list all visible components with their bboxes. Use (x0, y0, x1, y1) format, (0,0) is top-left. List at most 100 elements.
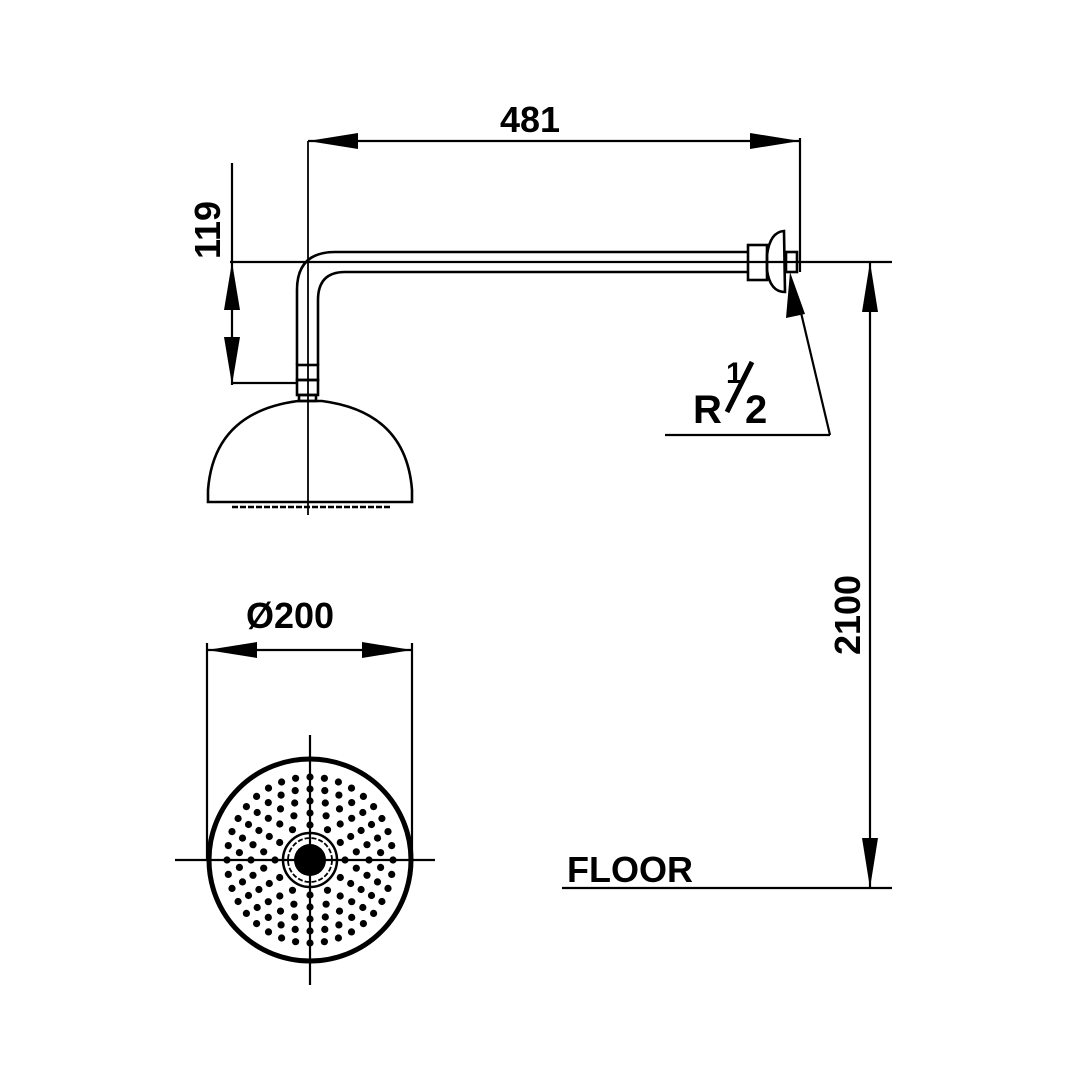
nozzle-dot (335, 805, 344, 813)
nozzle-dot (323, 826, 332, 834)
dimension-diameter (205, 642, 414, 860)
arrow-left-icon (207, 642, 257, 658)
nozzle-dot (244, 820, 253, 829)
nozzle-dot (378, 897, 386, 906)
nozzle-dot (320, 938, 328, 946)
dimension-2100 (862, 262, 878, 888)
nozzle-dot (388, 842, 396, 850)
nozzle-dot (234, 897, 242, 906)
nozzle-dot (306, 809, 314, 817)
nozzle-dot (276, 820, 284, 828)
nozzle-dot (359, 920, 367, 928)
nozzle-dot (341, 856, 349, 864)
nozzle-dot (306, 821, 314, 829)
nozzle-dot (322, 812, 330, 820)
nozzle-dot (265, 832, 273, 841)
nozzle-dot (260, 864, 268, 872)
nozzle-dot (278, 778, 286, 786)
nozzle-dot (234, 814, 242, 823)
nozzle-dot (306, 915, 314, 923)
nozzle-dot (277, 921, 285, 929)
nozzle-dot (260, 848, 268, 856)
nozzle-dot (348, 799, 356, 807)
nozzle-dot (359, 808, 367, 817)
nozzle-dot (306, 797, 314, 805)
nozzle-dot (335, 791, 343, 799)
nozzle-dot (357, 885, 365, 894)
nozzle-dot (249, 841, 257, 849)
nozzle-dot (253, 792, 261, 801)
nozzle-dot (235, 849, 243, 857)
nozzle-dot (291, 787, 299, 795)
nozzle-dot (363, 841, 371, 849)
nozzle-dot (347, 928, 356, 936)
nozzle-dot (306, 773, 314, 781)
shower-head-front (175, 735, 435, 985)
nozzle-dot (336, 892, 344, 900)
nozzle-dot (228, 828, 236, 836)
nozzle-dot (249, 871, 257, 879)
nozzle-dot (363, 871, 371, 879)
nozzle-dot (253, 903, 261, 912)
nozzle-dot (238, 878, 247, 886)
nozzle-dot (264, 928, 273, 936)
fraction-slash (724, 360, 755, 414)
nozzle-dot (278, 934, 286, 942)
nozzle-dot (334, 778, 342, 786)
shower-head-side (206, 399, 414, 509)
nozzle-dot (347, 879, 355, 888)
nozzle-dot (347, 832, 355, 841)
nozzle-dot (321, 787, 329, 795)
thread-leader (665, 272, 832, 437)
nozzle-dot (247, 856, 255, 864)
thread-letter: R (693, 388, 722, 432)
nozzle-dot (323, 886, 332, 894)
floor-label: FLOOR (567, 849, 693, 890)
nozzle-dot (264, 814, 272, 822)
nozzle-dot (306, 785, 314, 793)
nozzle-dot (367, 891, 376, 900)
nozzle-dot (253, 808, 261, 817)
nozzle-dot (336, 838, 344, 847)
thread-label: R 1 2 (693, 357, 767, 432)
nozzle-dot (378, 814, 386, 823)
nozzle-dot (276, 838, 284, 847)
nozzle-dot (238, 834, 247, 842)
nozzle-dot (389, 856, 397, 864)
nozzle-dot (352, 864, 360, 872)
nozzle-dot (292, 938, 300, 946)
nozzle-dot (271, 856, 279, 864)
nozzle-dot (242, 803, 250, 811)
nozzle-dot (370, 909, 378, 918)
nozzle-dot (388, 870, 396, 879)
nozzle-dot (367, 820, 376, 829)
nozzle-dot (377, 849, 385, 857)
nozzle-dot (288, 826, 297, 834)
nozzle-dot (306, 903, 314, 911)
nozzle-dot (373, 834, 382, 842)
nozzle-dot (224, 870, 232, 879)
dimension-label-2100: 2100 (827, 575, 868, 655)
nozzle-dot (288, 886, 297, 894)
nozzle-dot (321, 799, 329, 807)
nozzle-dot (276, 873, 284, 882)
dimension-119 (224, 163, 298, 385)
nozzle-dot (235, 863, 243, 872)
shower-arm (295, 250, 748, 403)
thread-numerator: 1 (726, 357, 743, 390)
nozzle-dot (242, 909, 250, 918)
nozzle-dot (291, 799, 299, 807)
dimension-481 (307, 133, 802, 515)
nozzle-dot (264, 784, 273, 792)
nozzle-dot (321, 913, 329, 921)
nozzle-dot (276, 907, 285, 915)
nozzle-dot (228, 884, 236, 893)
nozzle-dot (320, 774, 328, 782)
nozzle-dot (347, 784, 356, 792)
nozzle-dot (365, 856, 373, 864)
nozzle-dot (334, 934, 342, 942)
nozzle-dot (224, 842, 232, 850)
nozzle-dot (306, 939, 314, 947)
nozzle-dot (290, 812, 298, 820)
